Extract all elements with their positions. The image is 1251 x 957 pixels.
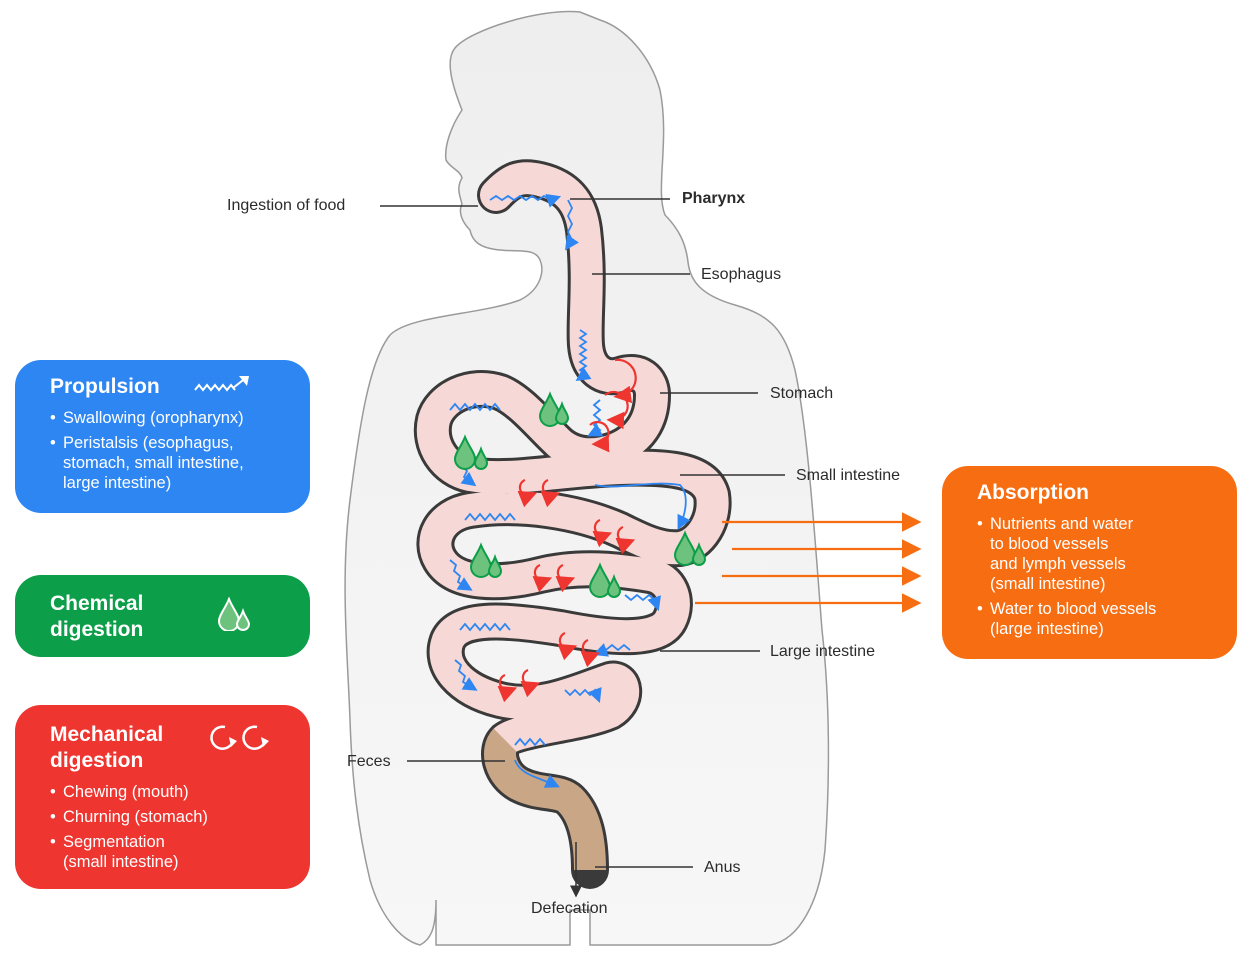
absorption-card: Absorption Nutrients and water to blood …: [942, 466, 1237, 659]
circular-arrows-icon: [210, 725, 269, 750]
droplet-icon: [453, 434, 477, 470]
droplet-icon: [554, 400, 570, 425]
peristalsis-wave: [449, 559, 473, 591]
chemical-digestion-card: Chemical digestion: [15, 575, 310, 657]
list-item: Swallowing (oropharynx): [50, 408, 292, 428]
peristalsis-wave: [594, 482, 691, 530]
list-item: Peristalsis (esophagus, stomach, small i…: [50, 433, 292, 493]
label-stomach: Stomach: [770, 385, 834, 402]
peristalsis-wave: [464, 512, 516, 522]
circular-arrow-icon: [604, 390, 629, 430]
absorption-list: Nutrients and water to blood vessels and…: [977, 514, 1219, 639]
label-esophagus: Esophagus: [701, 266, 782, 283]
mechanical-digestion-title: Mechanical digestion: [50, 723, 164, 772]
enzyme-droplets: [453, 391, 707, 598]
peristalsis-wave: [587, 399, 604, 437]
peristalsis-wave: [514, 737, 546, 747]
droplet-icon: [673, 530, 697, 566]
list-item: Chewing (mouth): [50, 782, 292, 802]
propulsion-list: Swallowing (oropharynx) Peristalsis (eso…: [50, 408, 292, 493]
label-defecation: Defecation: [531, 900, 608, 917]
list-item: Churning (stomach): [50, 807, 292, 827]
absorption-arrows: [695, 512, 922, 613]
circular-arrow-icon: [592, 518, 613, 548]
propulsion-card: Propulsion Swallowing (oropharynx) Peris…: [15, 360, 310, 513]
mechanical-digestion-card: Mechanical digestion Chewing (mouth) Chu…: [15, 705, 310, 889]
propulsion-title: Propulsion: [50, 375, 160, 398]
peristalsis-wave: [454, 659, 478, 691]
peristalsis-wave: [459, 622, 511, 632]
churning-arrows: [497, 358, 637, 703]
circular-arrow-icon: [580, 638, 601, 668]
circular-arrow-icon: [615, 525, 636, 555]
label-ingestion: Ingestion of food: [227, 197, 346, 214]
circular-arrow-icon: [532, 563, 553, 593]
list-item: Segmentation (small intestine): [50, 832, 292, 872]
peristalsis-wave: [449, 402, 501, 412]
label-feces: Feces: [347, 753, 391, 770]
droplet-icon: [469, 542, 493, 578]
circular-arrow-icon: [520, 668, 541, 698]
peristalsis-wave: [564, 687, 602, 704]
peristalsis-wave: [592, 643, 631, 657]
label-pharynx: Pharynx: [682, 190, 746, 207]
peristalsis-wave: [514, 759, 560, 788]
circular-arrow-icon: [613, 358, 637, 404]
circular-arrow-icon: [517, 478, 538, 508]
circular-arrow-icon: [589, 420, 610, 453]
peristalsis-wave: [489, 194, 562, 208]
droplet-icon: [473, 445, 489, 470]
droplet-icon: [487, 553, 503, 578]
circular-arrow-icon: [557, 631, 578, 661]
label-large-intestine: Large intestine: [770, 643, 875, 660]
droplet-icon: [691, 541, 707, 566]
rectum-feces: [484, 728, 606, 871]
list-item: Water to blood vessels (large intestine): [977, 599, 1219, 639]
leader-lines: [380, 198, 785, 898]
droplets-icon: [217, 597, 251, 631]
chemical-digestion-title: Chemical digestion: [50, 592, 144, 641]
circular-arrow-icon: [555, 563, 576, 593]
droplet-icon: [588, 562, 612, 598]
absorption-title: Absorption: [977, 481, 1089, 504]
wave-arrow-icon: [194, 376, 249, 392]
circular-arrow-icon: [497, 673, 518, 703]
mechanical-digestion-list: Chewing (mouth) Churning (stomach) Segme…: [50, 782, 292, 872]
droplet-icon: [606, 573, 622, 598]
list-item: Nutrients and water to blood vessels and…: [977, 514, 1219, 594]
label-small-intestine: Small intestine: [796, 467, 901, 484]
peristalsis-wave: [565, 199, 579, 251]
peristalsis-wave: [624, 593, 661, 612]
circular-arrow-icon: [540, 478, 561, 508]
peristalsis-wave: [575, 329, 592, 381]
label-anus: Anus: [704, 859, 741, 876]
